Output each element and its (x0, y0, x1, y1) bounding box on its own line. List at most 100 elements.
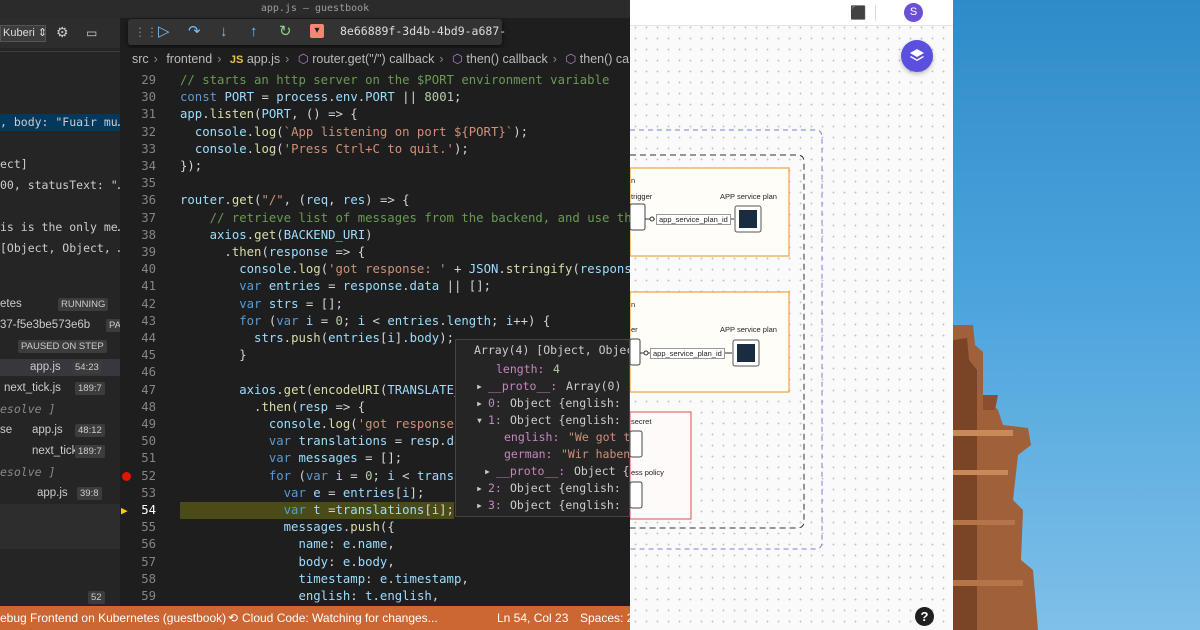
line-number[interactable]: 38 (141, 227, 156, 242)
code-line[interactable]: 42 var strs = []; (120, 296, 630, 313)
code-line[interactable]: 47 axios.get(encodeURI(TRANSLATE_UR (120, 382, 630, 399)
edge-label[interactable]: app_service_plan_id (650, 348, 725, 359)
code-line[interactable]: 33 console.log('Press Ctrl+C to quit.'); (120, 141, 630, 158)
line-number[interactable]: 50 (141, 434, 156, 449)
call-stack-frame[interactable]: se app.js 48:12 (0, 422, 120, 439)
expand-icon[interactable]: ▸ (476, 498, 483, 512)
line-number[interactable]: 37 (141, 210, 156, 225)
code-line[interactable]: 35 (120, 175, 630, 192)
line-number[interactable]: 32 (141, 124, 156, 139)
cursor-position[interactable]: Ln 54, Col 23 (497, 611, 569, 625)
hover-tree-row[interactable]: ▸0:Object {english: "Th (456, 395, 629, 412)
debug-session-item[interactable]: etes RUNNING (0, 296, 120, 313)
call-stack-frame[interactable]: app.js 54:23 (0, 359, 120, 376)
breadcrumb-item[interactable]: src (132, 52, 149, 66)
step-into-icon[interactable]: ↓ (220, 23, 228, 40)
code-line[interactable]: 51 var messages = []; (120, 450, 630, 467)
pod-item[interactable]: 37-f5e3be573e6b PA (0, 317, 120, 334)
code-line[interactable]: 46 (120, 364, 630, 381)
line-number[interactable]: 59 (141, 589, 156, 603)
hover-tree-row[interactable]: ▾1:Object {english: "We (456, 412, 629, 429)
hover-tree-row[interactable]: german:"Wir haben di (456, 446, 629, 463)
call-stack-frame[interactable]: next_tick.js 189:7 (0, 380, 120, 397)
line-number[interactable]: 29 (141, 73, 156, 87)
avatar[interactable]: S (904, 3, 923, 22)
code-line[interactable]: 39 .then(response => { (120, 244, 630, 261)
breadcrumb-item[interactable]: frontend (166, 52, 213, 66)
hover-tree-row[interactable]: ▸__proto__:Object {co (456, 463, 629, 480)
code-editor[interactable]: 29// starts an http server on the $PORT … (120, 72, 630, 606)
line-number[interactable]: 46 (141, 365, 156, 380)
code-line[interactable]: 40 console.log('got response: ' + JSON.s… (120, 261, 630, 278)
breadcrumb-item[interactable]: app.js (246, 52, 281, 66)
line-number[interactable]: 40 (141, 262, 156, 277)
breadcrumb-item[interactable]: router.get("/") callback (312, 52, 435, 66)
line-number[interactable]: 54 (141, 503, 156, 517)
variable-line[interactable]: ect] (0, 157, 28, 171)
code-line[interactable]: 53 var e = entries[i]; (120, 485, 630, 502)
line-number[interactable]: 48 (141, 399, 156, 414)
terminal-icon[interactable]: ▭ (86, 26, 98, 40)
restart-icon[interactable]: ↻ (279, 23, 292, 40)
line-number[interactable]: 55 (141, 520, 156, 535)
breakpoint-icon[interactable] (122, 471, 131, 481)
debug-target[interactable]: ebug Frontend on Kubernetes (guestbook) (0, 611, 227, 625)
code-line[interactable]: 45 } (120, 347, 630, 364)
line-number[interactable]: 52 (141, 468, 156, 483)
line-number[interactable]: 45 (141, 348, 156, 363)
cluster-select[interactable]: Kuberi ⇕ (0, 25, 46, 42)
code-line[interactable]: 44 strs.push(entries[i].body); (120, 330, 630, 347)
breadcrumb-item[interactable]: then() callback (466, 52, 548, 66)
hover-tree-row[interactable]: length:4 (456, 361, 629, 378)
line-number[interactable]: 30 (141, 90, 156, 105)
architecture-canvas[interactable]: ⬛ S n trigger app_service_plan_id APP se… (630, 0, 953, 630)
hover-tree-row[interactable]: ▸__proto__:Array(0) [, … (456, 378, 629, 395)
breadcrumb-item[interactable]: then() ca (579, 52, 630, 66)
code-line[interactable]: 54▶ var t =translations[i]; (120, 502, 630, 519)
line-number[interactable]: 56 (141, 537, 156, 552)
hover-tree-row[interactable]: ▸3:Object {english: "Th (456, 497, 629, 514)
line-number[interactable]: 35 (141, 176, 156, 191)
step-over-icon[interactable]: ↷ (188, 23, 201, 40)
help-button[interactable]: ? (915, 607, 934, 626)
expand-icon[interactable]: ▸ (476, 379, 483, 393)
code-line[interactable]: 58 timestamp: e.timestamp, (120, 571, 630, 588)
code-line[interactable]: 43 for (var i = 0; i < entries.length; i… (120, 313, 630, 330)
call-stack-frame[interactable]: app.js 39:8 (0, 485, 120, 502)
expand-icon[interactable]: ▸ (476, 481, 483, 495)
code-line[interactable]: 56 name: e.name, (120, 536, 630, 553)
code-line[interactable]: 59 english: t.english, (120, 588, 630, 605)
code-line[interactable]: 57 body: e.body, (120, 554, 630, 571)
line-number[interactable]: 31 (141, 107, 156, 122)
code-line[interactable]: 55 messages.push({ (120, 519, 630, 536)
code-line[interactable]: 49 console.log('got response: ' (120, 416, 630, 433)
code-line[interactable]: 41 var entries = response.data || []; (120, 278, 630, 295)
cloud-code-status[interactable]: Cloud Code: Watching for changes... (242, 611, 438, 625)
line-number[interactable]: 49 (141, 417, 156, 431)
edge-label[interactable]: app_service_plan_id (656, 214, 731, 225)
code-line[interactable]: 48 .then(resp => { (120, 399, 630, 416)
hover-tree-row[interactable]: english:"We got the w (456, 429, 629, 446)
expand-icon[interactable]: ▾ (476, 413, 483, 427)
code-line[interactable]: 34}); (120, 158, 630, 175)
gear-icon[interactable]: ⚙ (56, 24, 69, 40)
cube-icon[interactable]: ⬛ (850, 5, 867, 20)
line-number[interactable]: 36 (141, 193, 156, 208)
debug-hover-widget[interactable]: Array(4) [Object, Object, Ob length:4▸__… (455, 339, 630, 517)
line-number[interactable]: 57 (141, 554, 156, 569)
drag-handle-icon[interactable]: ⋮⋮ (134, 25, 158, 39)
session-id[interactable]: 8e66889f-3d4b-4bd9-a687- (340, 24, 507, 38)
line-number[interactable]: 41 (141, 279, 156, 294)
step-out-icon[interactable]: ↑ (250, 23, 258, 40)
expand-icon[interactable]: ▸ (484, 464, 491, 478)
line-number[interactable]: 53 (141, 485, 156, 500)
variable-line[interactable]: is is the only me… (0, 220, 120, 234)
line-number[interactable]: 39 (141, 245, 156, 259)
line-number[interactable]: 51 (141, 451, 156, 466)
line-number[interactable]: 34 (141, 159, 156, 173)
code-line[interactable]: 37 // retrieve list of messages from the… (120, 210, 630, 227)
variable-line[interactable]: 00, statusText: "… (0, 178, 120, 192)
